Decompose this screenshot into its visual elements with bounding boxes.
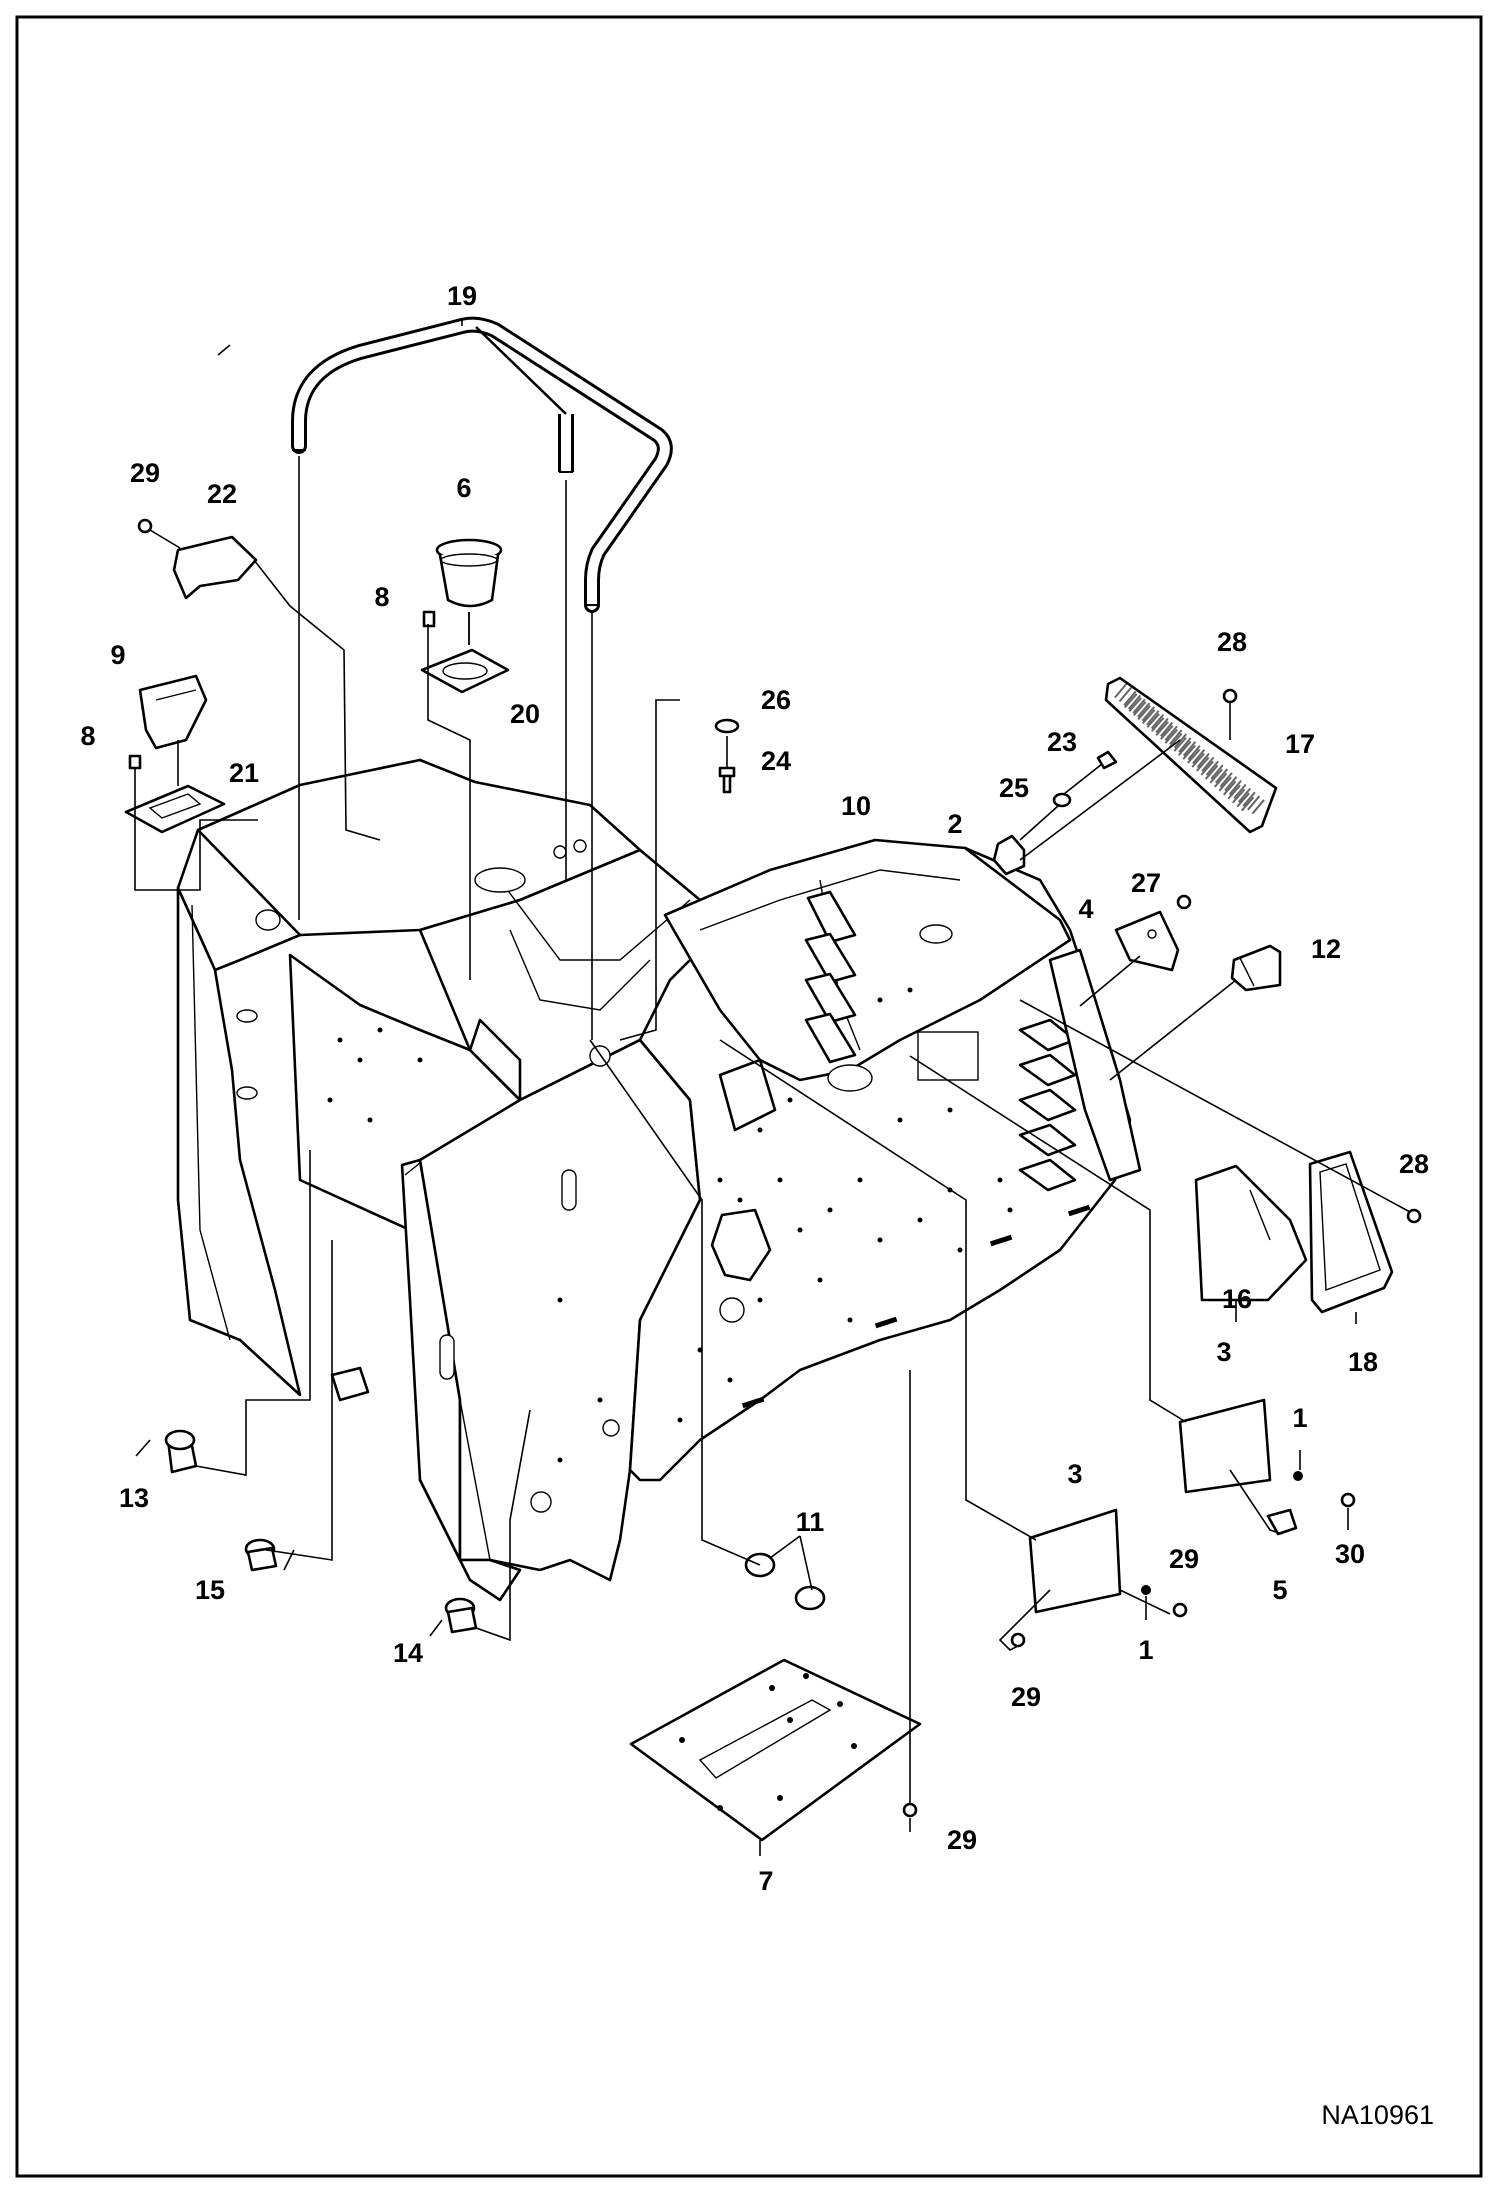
- part-29-bolt-c: [1172, 1602, 1188, 1618]
- figure-border: [15, 15, 1483, 2178]
- callout-10: 10: [841, 791, 871, 821]
- part-16-side-panel: [1194, 1164, 1308, 1302]
- leader-lines: [134, 318, 1411, 1856]
- part-4-cover-plate: [1114, 910, 1180, 972]
- part-15-isolator: [244, 1538, 278, 1572]
- part-1-nut-b: [1141, 1585, 1151, 1595]
- part-27-screw: [1176, 894, 1192, 910]
- callout-4: 4: [1078, 894, 1093, 924]
- callout-29-b: 29: [1169, 1544, 1199, 1574]
- part-19-grab-handle: [291, 316, 673, 613]
- callout-20: 20: [510, 699, 540, 729]
- part-11-grommets: [744, 1552, 826, 1611]
- part-29-bolt-d: [902, 1802, 918, 1818]
- callout-30: 30: [1335, 1539, 1365, 1569]
- callout-23: 23: [1047, 727, 1077, 757]
- figure-reference-number: NA10961: [1321, 2100, 1434, 2130]
- callout-3-a: 3: [1216, 1337, 1231, 1367]
- callout-18: 18: [1348, 1347, 1378, 1377]
- part-28-screw-b: [1406, 1208, 1422, 1224]
- callout-5: 5: [1272, 1575, 1287, 1605]
- part-22-bracket: [172, 535, 258, 600]
- part-5-fitting: [1266, 1508, 1298, 1536]
- callout-14: 14: [393, 1638, 423, 1668]
- callout-26: 26: [761, 685, 791, 715]
- part-24-bolt: [718, 766, 736, 794]
- callout-9: 9: [110, 640, 125, 670]
- callout-8: 8: [374, 582, 389, 612]
- callout-2: 2: [947, 809, 962, 839]
- part-3-cover-b: [1028, 1508, 1122, 1614]
- callout-12: 12: [1311, 934, 1341, 964]
- callout-3-b: 3: [1067, 1459, 1082, 1489]
- part-9-storage-tray: [138, 674, 208, 750]
- callout-11: 11: [796, 1507, 825, 1537]
- callout-17: 17: [1285, 729, 1315, 759]
- part-29-bolt-b: [1010, 1632, 1026, 1648]
- part-10-main-frame: [176, 758, 1142, 1602]
- callout-25: 25: [999, 773, 1029, 803]
- callout-1-a: 1: [1292, 1403, 1307, 1433]
- part-20-mount-plate: [420, 648, 510, 694]
- part-14-isolator: [444, 1597, 478, 1634]
- callout-16: 16: [1222, 1284, 1252, 1314]
- part-18-gasket: [1308, 1150, 1394, 1314]
- callout-22: 22: [207, 479, 237, 509]
- part-3-cover-a: [1178, 1398, 1272, 1494]
- callout-28-b: 28: [1399, 1149, 1429, 1179]
- callout-28: 28: [1217, 627, 1247, 657]
- callout-24: 24: [761, 746, 791, 776]
- callout-6: 6: [456, 473, 471, 503]
- callout-29-c: 29: [1011, 1682, 1041, 1712]
- part-1-nut: [1293, 1471, 1303, 1481]
- part-25-washer: [1052, 792, 1072, 808]
- part-21-tray-plate: [124, 784, 226, 834]
- part-2-bumper: [992, 834, 1026, 876]
- part-29-bolt: [137, 518, 181, 549]
- callout-13: 13: [119, 1483, 149, 1513]
- callout-1-b: 1: [1138, 1635, 1153, 1665]
- part-8-screw: [422, 610, 436, 628]
- part-12-clip: [1230, 944, 1282, 992]
- callout-29: 29: [130, 458, 160, 488]
- callout-8-b: 8: [80, 721, 95, 751]
- vent-slots-side: [1018, 1018, 1077, 1192]
- vent-slots-rear: [804, 890, 857, 1064]
- callout-29-d: 29: [947, 1825, 977, 1855]
- part-30-bolt: [1340, 1492, 1356, 1508]
- part-28-screw: [1222, 688, 1238, 704]
- callout-15: 15: [195, 1575, 225, 1605]
- callout-21: 21: [229, 758, 259, 788]
- part-17-mesh-screen: [1104, 676, 1278, 834]
- part-13-isolator: [164, 1429, 198, 1474]
- callout-7: 7: [758, 1866, 773, 1896]
- callout-27: 27: [1131, 868, 1161, 898]
- part-7-floor-plate: [629, 1658, 922, 1842]
- part-26-washer: [714, 718, 740, 734]
- part-8-screw-b: [128, 754, 142, 770]
- callout-19: 19: [447, 281, 477, 311]
